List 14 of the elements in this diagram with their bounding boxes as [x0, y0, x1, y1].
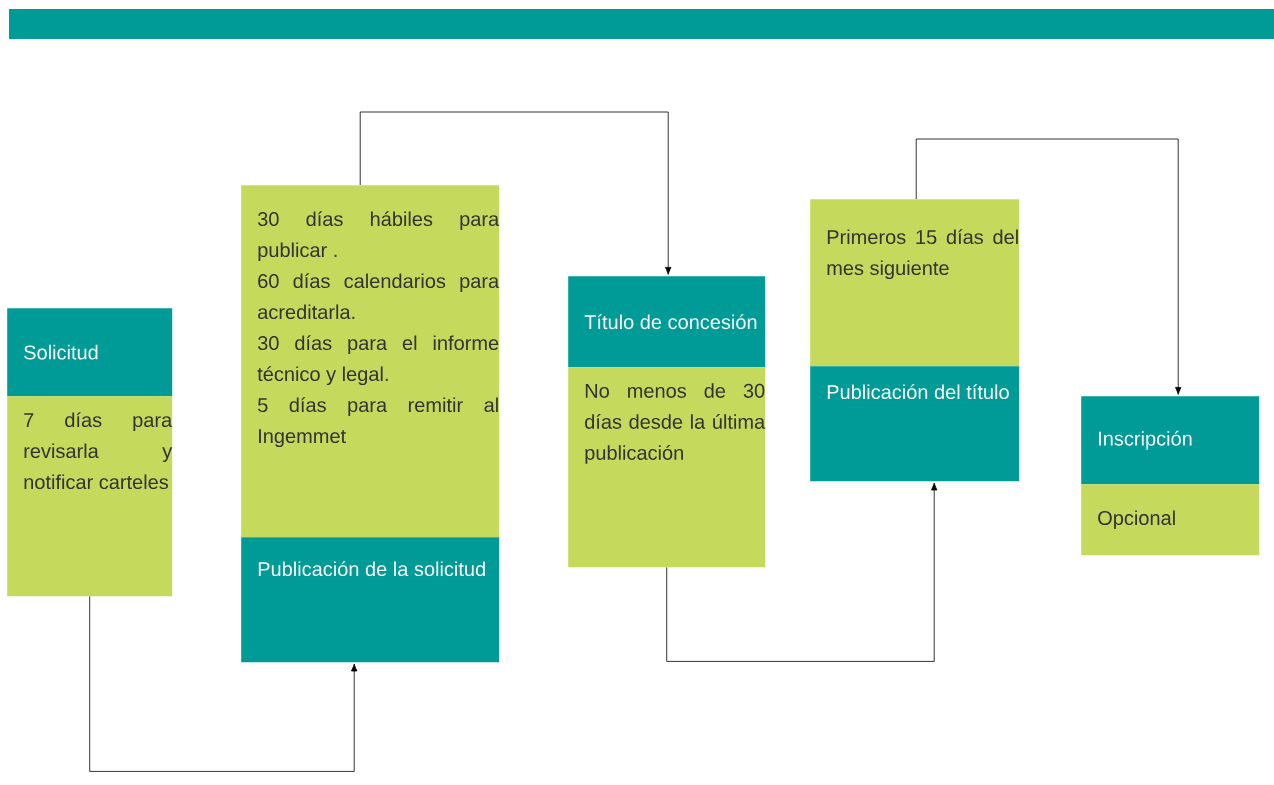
- description-box: 7 días para revisarla y notificar carteles: [7, 396, 173, 597]
- arrow: [666, 482, 938, 662]
- arrow: [915, 138, 1182, 395]
- description-box: 30 días hábiles para publicar . 60 días calendarios para acreditarla. 30 días para el informe técnico y legal. 5 días para remitir al Ingemmet: [241, 185, 500, 538]
- arrow: [359, 111, 672, 275]
- description-box: Primeros 15 días del mes siguiente: [810, 199, 1020, 367]
- title-box: Inscripción: [1081, 396, 1260, 485]
- title-box: Solicitud: [7, 308, 173, 397]
- title-box: Título de concesión: [568, 276, 766, 368]
- arrow: [89, 596, 358, 772]
- description-box: Opcional: [1081, 484, 1260, 556]
- title-box: Publicación de la solicitud: [241, 537, 500, 663]
- title-box: Publicación del título: [810, 366, 1020, 482]
- description-box: No menos de 30 días desde la última publicación: [568, 367, 766, 568]
